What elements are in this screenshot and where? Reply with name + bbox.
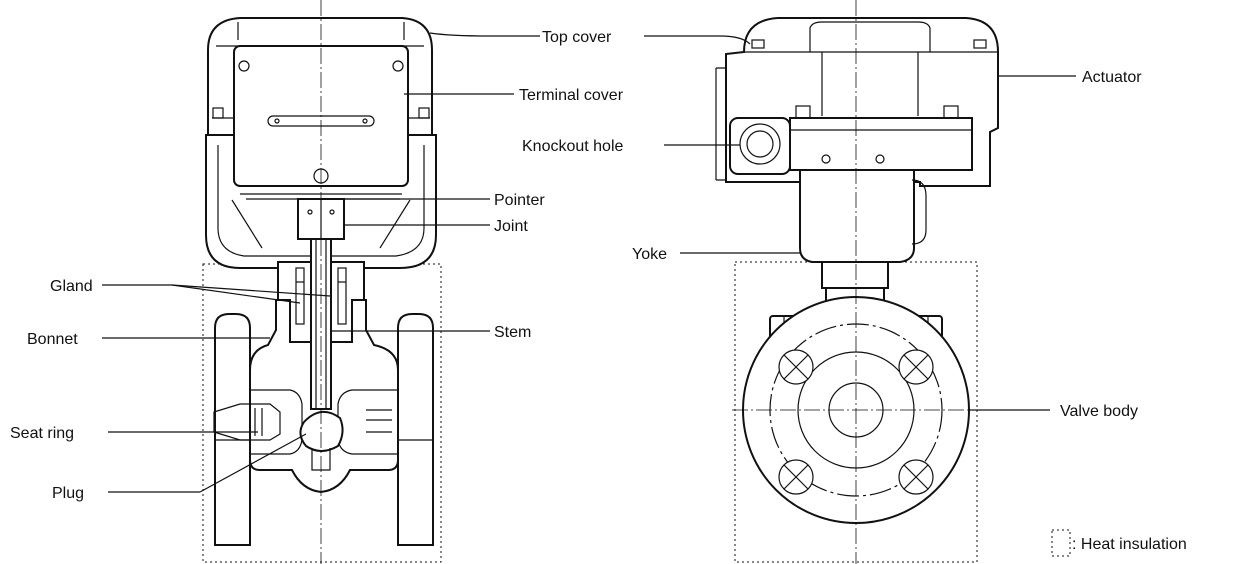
heat-insulation-box-left (202, 263, 442, 563)
label-gland: Gland (50, 278, 93, 295)
label-bonnet: Bonnet (27, 331, 78, 348)
leader-lines (102, 32, 1076, 493)
label-stem: Stem (494, 324, 531, 341)
label-valve-body: Valve body (1060, 403, 1138, 420)
flange-left (214, 313, 251, 546)
bolt-holes (778, 349, 934, 495)
label-top-cover: Top cover (542, 29, 612, 46)
yoke-neck-right (821, 261, 889, 289)
front-view (202, 0, 442, 564)
label-terminal-cover: Terminal cover (519, 87, 624, 104)
yoke-right (799, 169, 915, 263)
legend-heat-insulation: : Heat insulation (1072, 536, 1187, 553)
plug-left (299, 411, 344, 452)
label-seat-ring: Seat ring (10, 425, 74, 442)
label-pointer: Pointer (494, 192, 545, 209)
label-plug: Plug (52, 485, 84, 502)
side-view (715, 0, 999, 564)
label-yoke: Yoke (632, 246, 667, 263)
legend: : Heat insulation (1051, 529, 1187, 557)
label-knockout-hole: Knockout hole (522, 138, 624, 155)
flange-right (397, 313, 434, 546)
label-joint: Joint (494, 218, 528, 235)
label-actuator: Actuator (1082, 69, 1142, 86)
legend-swatch-heat-insulation (1051, 529, 1071, 557)
